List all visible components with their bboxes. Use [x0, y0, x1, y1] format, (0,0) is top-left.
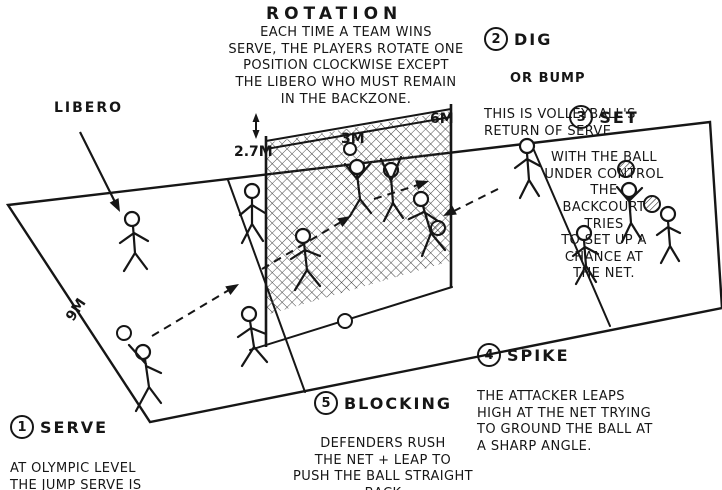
ball-icon — [343, 142, 357, 156]
libero-arrow — [79, 131, 120, 212]
arrowhead-icon — [252, 113, 260, 122]
step-serve-heading: 1 SERVE — [10, 415, 142, 439]
player-figure — [513, 137, 542, 200]
balls — [116, 142, 661, 341]
step-blocking-heading: 5 BLOCKING — [278, 391, 488, 415]
arrowhead-icon — [337, 216, 351, 227]
step-serve-label: SERVE — [40, 417, 109, 437]
player-figure — [236, 305, 269, 368]
rotation-body: EACH TIME A TEAM WINS SERVE, THE PLAYERS… — [228, 25, 464, 107]
court-width-label: 9M — [63, 296, 90, 325]
serve-path-arrow — [151, 286, 235, 337]
return-path-arrow — [447, 188, 499, 215]
player-figure — [238, 182, 267, 245]
ball-hatched-icon — [643, 195, 661, 213]
player-figure-libero — [118, 210, 150, 273]
step-blocking: 5 BLOCKING DEFENDERS RUSH THE NET + LEAP… — [278, 372, 488, 490]
step-number-badge: 2 — [484, 27, 508, 51]
player-figure — [289, 227, 322, 292]
rotation-title: ROTATION — [266, 4, 403, 24]
libero-label: LIBERO — [54, 100, 124, 116]
step-dig-heading: 2 DIG — [484, 27, 636, 51]
trajectory-arrowheads — [225, 180, 457, 295]
step-spike-body: THE ATTACKER LEAPS HIGH AT THE NET TRYIN… — [477, 389, 653, 454]
step-spike-label: SPIKE — [507, 345, 570, 365]
step-set-body: WITH THE BALL UNDER CONTROL THE BACKCOUR… — [544, 150, 664, 282]
step-blocking-label: BLOCKING — [343, 393, 453, 413]
net-tape — [265, 108, 452, 150]
arrowhead-icon — [415, 180, 429, 190]
step-serve-body: AT OLYMPIC LEVEL THE JUMP SERVE IS THE N… — [10, 461, 142, 490]
players — [118, 137, 682, 413]
step-dig-sub: OR BUMP — [510, 71, 586, 86]
arrowhead-icon — [443, 205, 457, 216]
step-spike: 4 SPIKE THE ATTACKER LEAPS HIGH AT THE N… — [477, 324, 653, 475]
player-figure — [655, 205, 682, 265]
ball-icon — [116, 325, 132, 341]
over-net-path-arrow — [373, 182, 425, 200]
step-set: 3 SET WITH THE BALL UNDER CONTROL THE BA… — [543, 86, 665, 302]
net-mesh — [266, 111, 451, 315]
net-height-label: 2.7M — [234, 144, 273, 160]
arrowhead-icon — [225, 284, 239, 295]
player-figure-server — [127, 343, 163, 413]
player-figure-digger — [407, 190, 447, 258]
player-figure-blocker — [379, 155, 405, 223]
step-number-badge: 4 — [477, 343, 501, 367]
step-number-badge: 3 — [569, 105, 594, 129]
net — [264, 104, 453, 347]
ball-hatched-icon — [430, 220, 446, 236]
step-set-heading: 3 SET — [543, 105, 665, 129]
step-spike-heading: 4 SPIKE — [477, 343, 653, 367]
ball-icon — [337, 313, 353, 329]
step-number-badge: 5 — [313, 391, 338, 415]
court-outline — [5, 120, 722, 424]
backcourt-label: 6M — [430, 111, 454, 127]
step-serve: 1 SERVE AT OLYMPIC LEVEL THE JUMP SERVE … — [10, 396, 142, 490]
right-attack-line — [529, 140, 611, 327]
arrowhead-icon — [252, 130, 260, 139]
ball-hatched-icon — [617, 160, 635, 178]
step-set-label: SET — [599, 107, 639, 127]
step-number-badge: 1 — [10, 415, 34, 439]
player-figure — [571, 224, 600, 286]
step-blocking-body: DEFENDERS RUSH THE NET + LEAP TO PUSH TH… — [292, 436, 474, 490]
arrowhead-icon — [109, 198, 120, 212]
player-figure-setter — [615, 181, 644, 244]
player-figure-tosser — [343, 158, 373, 218]
step-dig-label: DIG — [514, 29, 553, 49]
